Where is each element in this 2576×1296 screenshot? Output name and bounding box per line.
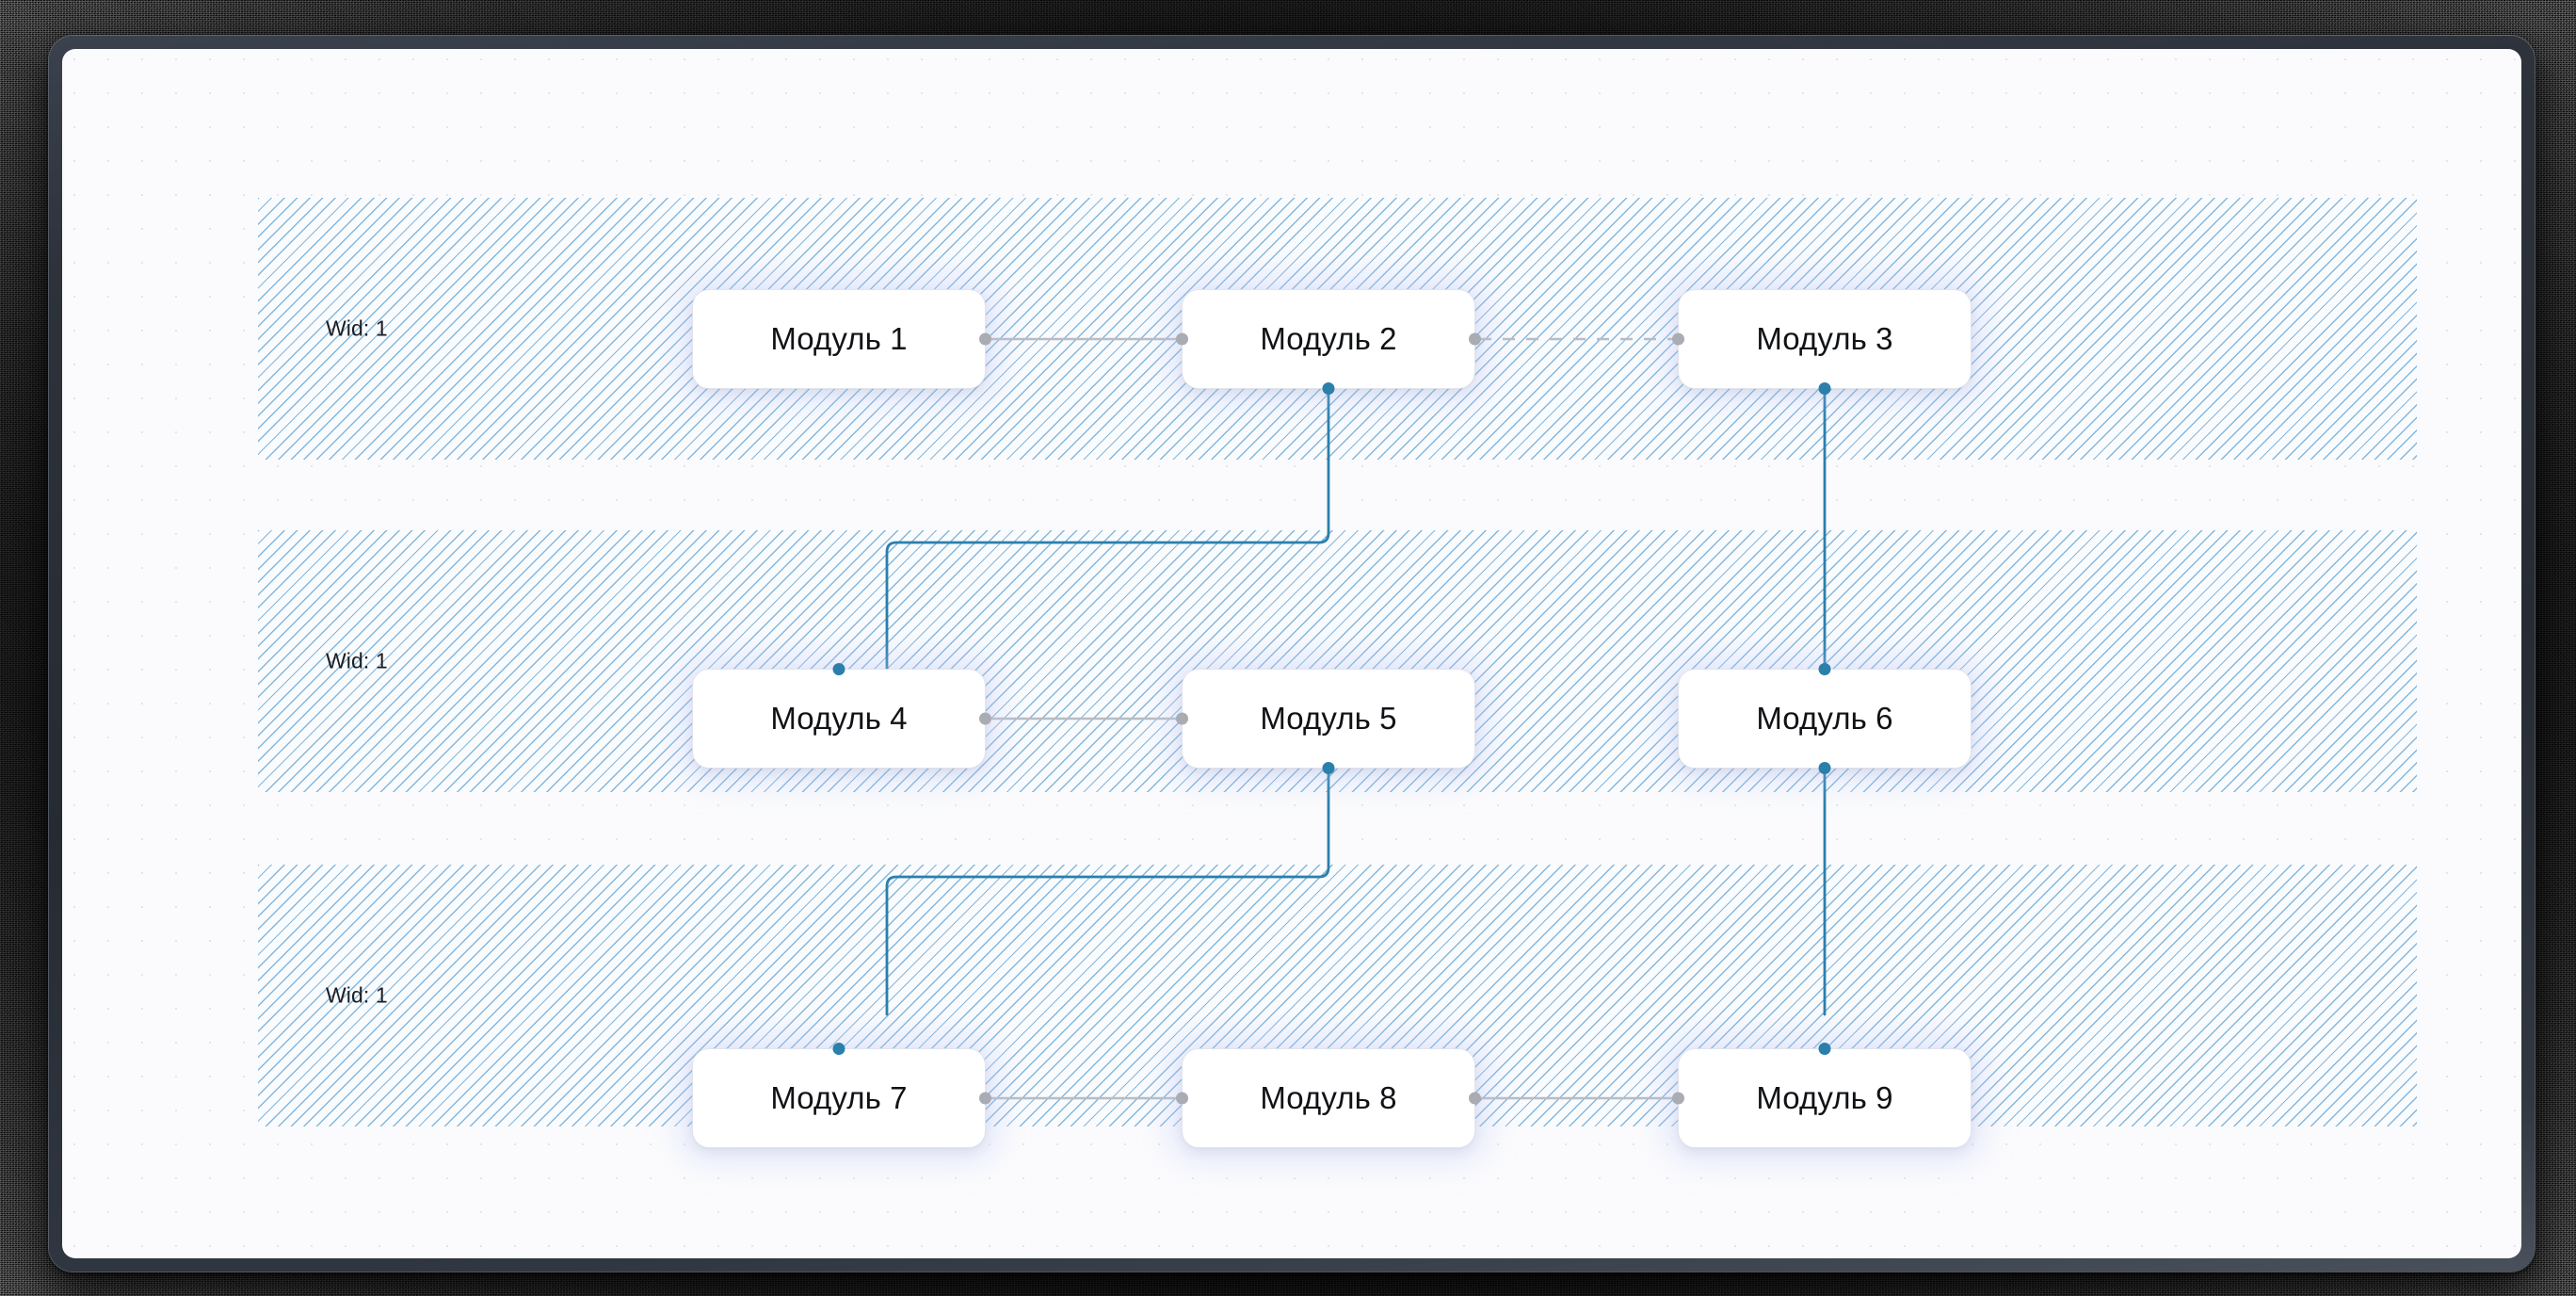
handle-target-left[interactable] [1176,332,1188,346]
swimlane-label-1: Wid: 1 [326,316,388,341]
node-module-1[interactable]: Модуль 1 [693,290,991,388]
handle-target-left[interactable] [1672,332,1684,346]
node-label: Модуль 5 [1260,701,1397,736]
handle-target-top[interactable] [832,663,845,675]
node-module-8[interactable]: Модуль 8 [1176,1049,1481,1147]
handle-target-top[interactable] [1818,663,1831,675]
node-module-7[interactable]: Модуль 7 [693,1043,991,1147]
handle-target-left[interactable] [1672,1092,1684,1105]
handle-source-bottom[interactable] [1322,382,1335,395]
handle-source-right[interactable] [979,712,991,725]
handle-source-right[interactable] [1469,332,1481,346]
node-label: Модуль 1 [770,321,908,356]
node-label: Модуль 8 [1260,1080,1397,1115]
swimlane-label-2: Wid: 1 [326,648,388,673]
node-label: Модуль 9 [1756,1080,1893,1115]
node-label: Модуль 2 [1260,321,1397,356]
handle-source-bottom[interactable] [1818,762,1831,774]
handle-source-right[interactable] [979,332,991,346]
node-label: Модуль 6 [1756,701,1893,736]
handle-target-top[interactable] [1818,1043,1831,1055]
node-label: Модуль 4 [770,701,908,736]
node-module-4[interactable]: Модуль 4 [693,663,991,768]
handle-source-bottom[interactable] [1818,382,1831,395]
node-module-5[interactable]: Модуль 5 [1176,670,1474,774]
handle-target-top[interactable] [832,1043,845,1055]
node-label: Модуль 3 [1756,321,1893,356]
handle-source-right[interactable] [979,1092,991,1105]
handle-target-left[interactable] [1176,1092,1188,1105]
node-label: Модуль 7 [770,1080,908,1115]
handle-source-bottom[interactable] [1322,762,1335,774]
node-module-3[interactable]: Модуль 3 [1672,290,1971,395]
flow-canvas[interactable]: Wid: 1 Wid: 1 Wid: 1 [62,49,2521,1258]
node-module-2[interactable]: Модуль 2 [1176,290,1481,395]
handle-source-right[interactable] [1469,1092,1481,1105]
node-module-9[interactable]: Модуль 9 [1672,1043,1971,1147]
device-bezel: Wid: 1 Wid: 1 Wid: 1 [49,36,2535,1272]
swimlane-label-3: Wid: 1 [326,982,388,1008]
node-module-6[interactable]: Модуль 6 [1679,663,1971,774]
handle-target-left[interactable] [1176,712,1188,725]
